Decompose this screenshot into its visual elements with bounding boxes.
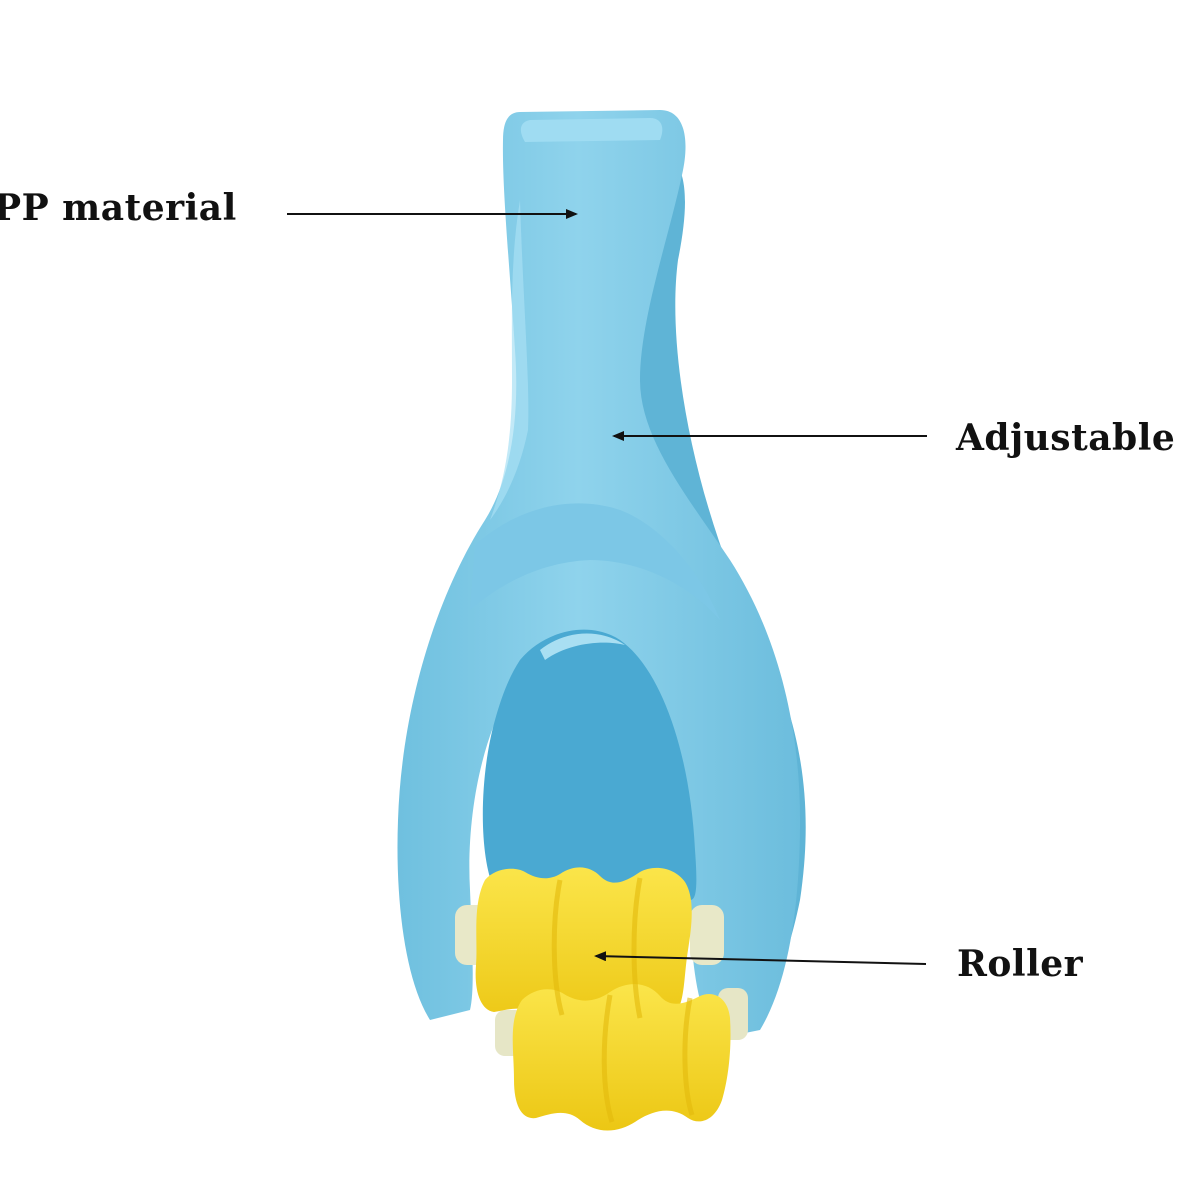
clip-top-highlight	[520, 118, 663, 142]
clip-inner-highlight	[540, 633, 625, 660]
roller-ridge	[682, 997, 695, 1116]
clip-inner-opening	[482, 629, 697, 900]
clip-side-highlight	[490, 200, 529, 520]
adjustable-label: Adjustable	[956, 417, 1176, 459]
roller-arrow	[594, 951, 927, 965]
roller-ridge	[551, 879, 565, 1016]
roller-label: Roller	[957, 943, 1084, 985]
lower-roller	[512, 984, 731, 1131]
clip-fork-ridge	[470, 503, 720, 620]
roller-ridge	[631, 877, 643, 1019]
clip-body	[397, 110, 800, 1040]
roller-ridge	[601, 994, 615, 1123]
roller-axle-right	[690, 905, 724, 965]
pp-material-label: PP material	[0, 187, 237, 229]
